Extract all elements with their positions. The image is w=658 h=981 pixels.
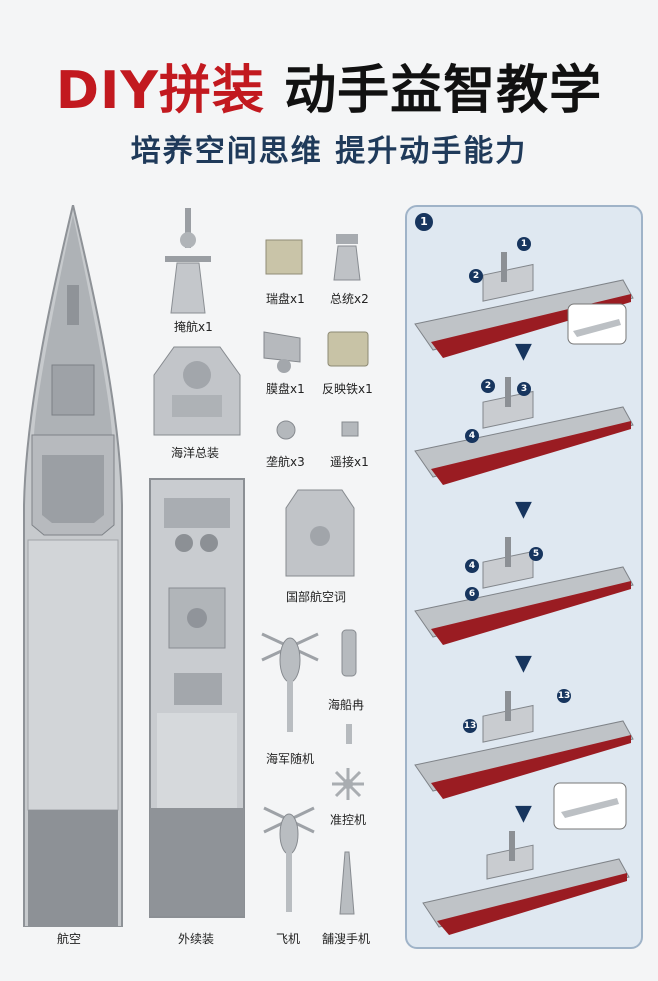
connector-part: [340, 420, 360, 438]
fan-part: [330, 766, 366, 802]
dome-label: 垄航x3: [266, 455, 305, 469]
ship-inset-1: [567, 303, 627, 345]
down-arrow-4: ▼: [515, 801, 532, 826]
fan-label: 准控机: [330, 813, 367, 827]
ship-step-2: [413, 369, 635, 489]
boat-part: [340, 628, 358, 678]
hangar-label: 国部航空词: [286, 590, 347, 604]
callout-5: 5: [529, 547, 543, 561]
helicopter-part: [260, 620, 320, 740]
ship-step-3: [413, 529, 635, 649]
callout-2: 2: [469, 269, 483, 283]
title-red: DIY拼装: [55, 61, 266, 121]
hull-label: 航空: [57, 932, 82, 946]
outer-part: [149, 478, 245, 918]
mast-label: 掩航x1: [174, 320, 213, 334]
radar2-label: 总统x2: [330, 292, 369, 306]
radar2-part: [330, 232, 364, 282]
page-title: DIY拼装 动手益智教学: [0, 48, 658, 123]
ship-step-4: [413, 683, 635, 803]
manual-part: [338, 850, 356, 916]
dome-part: [276, 420, 296, 440]
down-arrow-2: ▼: [515, 497, 532, 522]
aircraft-part: [262, 798, 316, 918]
page-subtitle: 培养空间思维 提升动手能力: [130, 134, 528, 169]
callout-1: 1: [517, 237, 531, 251]
callout-4b: 4: [465, 559, 479, 573]
title-dark: 动手益智教学: [284, 61, 603, 121]
hangar-part: [284, 488, 356, 578]
radar1-part: [264, 238, 304, 278]
reflector-part: [326, 330, 370, 368]
boat-label: 海船冉: [328, 698, 365, 712]
assembly-panel: 1 ▼ ▼ ▼: [405, 205, 643, 949]
down-arrow-1: ▼: [515, 339, 532, 364]
ship-final: [421, 825, 631, 935]
callout-13a: 13: [463, 719, 477, 733]
ship-inset-2: [553, 782, 627, 830]
helicopter-label: 海军随机: [266, 752, 315, 766]
callout-2b: 2: [481, 379, 495, 393]
step-badge: 1: [415, 213, 433, 231]
callout-13b: 13: [557, 689, 571, 703]
connector-label: 遥接x1: [330, 455, 369, 469]
aircraft-label: 飞机: [276, 932, 301, 946]
small-part: [344, 722, 354, 746]
mast-part: [157, 208, 219, 316]
bridge-label: 海洋总装: [171, 446, 220, 460]
callout-3: 3: [517, 382, 531, 396]
manual-label: 舗溲手机: [322, 932, 371, 946]
reflector-label: 反映铁x1: [322, 382, 373, 396]
panel-label: 膜盘x1: [266, 382, 305, 396]
outer-label: 外续装: [178, 932, 215, 946]
bridge-part: [152, 345, 242, 437]
callout-4: 4: [465, 429, 479, 443]
panel-part: [260, 328, 304, 376]
hull-part: [22, 205, 124, 927]
callout-6: 6: [465, 587, 479, 601]
down-arrow-3: ▼: [515, 651, 532, 676]
radar1-label: 瑞盘x1: [266, 292, 305, 306]
